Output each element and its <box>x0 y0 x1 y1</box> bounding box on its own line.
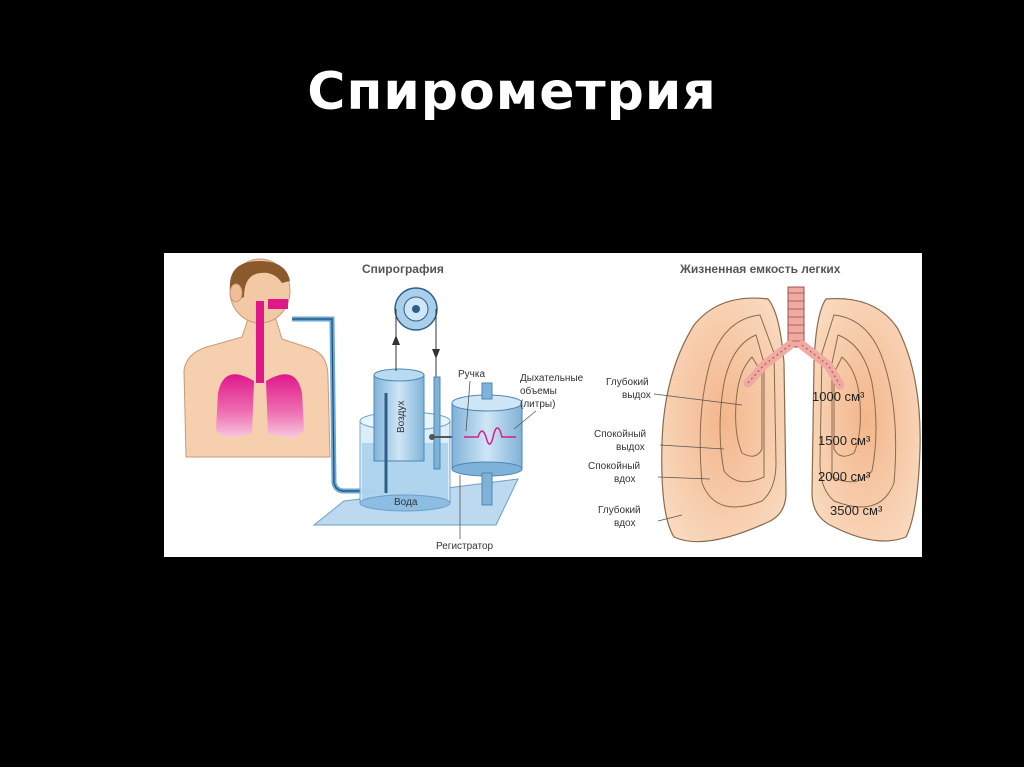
quiet-exhale-line1: Спокойный <box>594 429 646 440</box>
deep-exhale-line2: выдох <box>622 390 651 401</box>
spirography-title: Спирография <box>362 262 444 276</box>
volume-1000: 1000 см³ <box>812 389 865 404</box>
deep-exhale-line1: Глубокий <box>606 376 649 388</box>
lungs-illustration <box>661 286 921 543</box>
slide-title: Спирометрия <box>307 62 717 122</box>
volume-2000: 2000 см³ <box>818 469 871 484</box>
human-lungs <box>216 299 304 438</box>
water-label: Вода <box>394 497 418 508</box>
spirometry-diagram: Спирография Воздух Вода <box>183 258 921 552</box>
counterweight <box>433 376 441 470</box>
volumes-label-line1: Дыхательные <box>520 373 584 384</box>
deep-inhale-line2: вдох <box>614 518 635 529</box>
volumes-label-line3: (литры) <box>520 399 555 410</box>
pen-label: Ручка <box>458 369 485 380</box>
quiet-inhale-line1: Спокойный <box>588 461 640 472</box>
recorder-drum <box>451 382 523 506</box>
air-bell <box>373 368 425 493</box>
air-label: Воздух <box>396 401 407 433</box>
pulley <box>392 287 440 379</box>
volume-1500: 1500 см³ <box>818 433 871 448</box>
quiet-exhale-line2: выдох <box>616 442 645 453</box>
deep-inhale-line1: Глубокий <box>598 504 641 516</box>
spirometry-figure: Спирография Воздух Вода <box>164 253 922 557</box>
volume-3500: 3500 см³ <box>830 503 883 518</box>
spirogram-trace <box>464 427 516 445</box>
quiet-inhale-line2: вдох <box>614 474 635 485</box>
volumes-label-line2: объемы <box>520 385 557 397</box>
recorder-label: Регистратор <box>436 541 494 552</box>
vital-capacity-title: Жизненная емкость легких <box>679 262 841 276</box>
